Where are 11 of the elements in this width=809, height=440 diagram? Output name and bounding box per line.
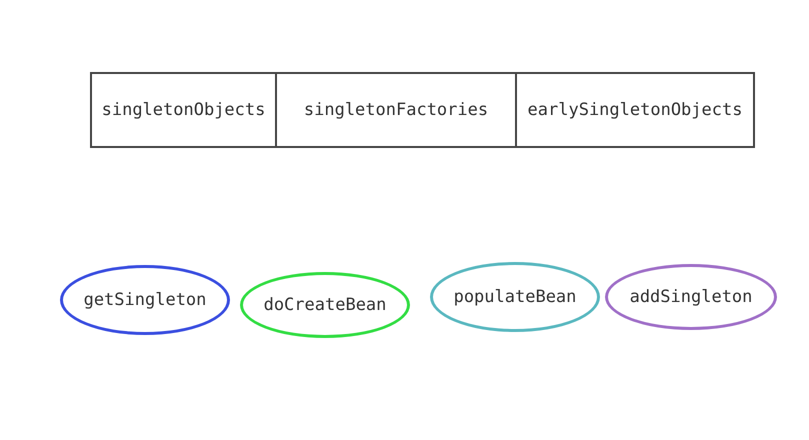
node-label: populateBean (454, 287, 576, 307)
oval-node (605, 264, 777, 330)
oval-node (240, 272, 410, 338)
node-label: doCreateBean (264, 295, 386, 315)
table-cell: earlySingletonObjects (515, 72, 755, 148)
node-label: addSingleton (630, 287, 752, 307)
table-cell: singletonObjects (90, 72, 275, 148)
table-cell: singletonFactories (275, 72, 515, 148)
node-label: getSingleton (84, 290, 206, 310)
oval-node (60, 265, 230, 335)
oval-node (430, 262, 600, 332)
